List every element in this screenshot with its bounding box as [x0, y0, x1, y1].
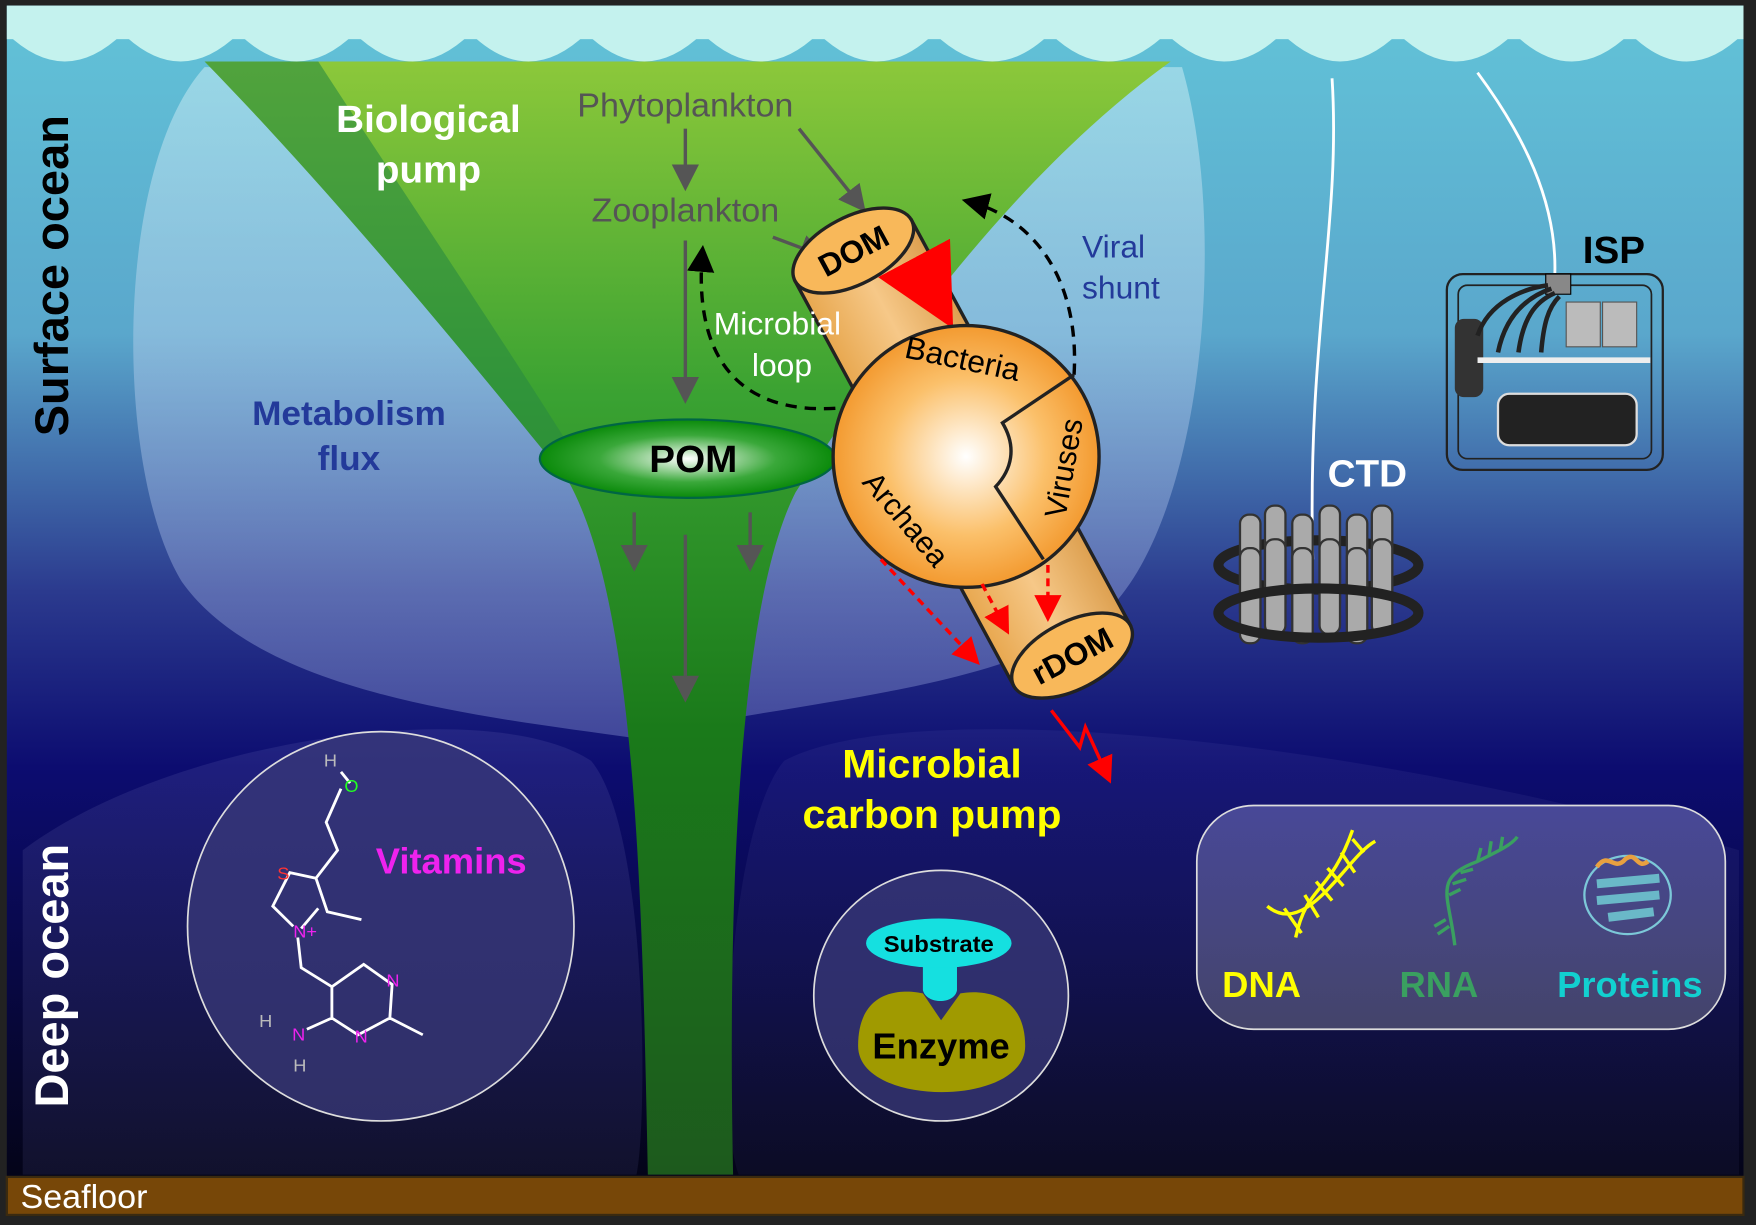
pom-label: POM	[649, 438, 737, 481]
enzyme-label: Enzyme	[872, 1026, 1009, 1067]
viral-shunt-arrow	[961, 193, 1077, 375]
substrate-label: Substrate	[884, 932, 994, 958]
microbial-loop-label-2: loop	[752, 347, 812, 383]
sample-bottle	[1370, 538, 1394, 636]
deep-ocean-label: Deep ocean	[26, 844, 79, 1108]
microbial-loop-label: Microbial	[714, 306, 841, 342]
ctd-rosette-icon	[1213, 504, 1424, 645]
atom-n: N	[292, 1025, 305, 1045]
rdom-end	[1009, 611, 1135, 700]
proteins-label: Proteins	[1557, 964, 1702, 1005]
metabolism-flux-label-2: flux	[318, 439, 381, 478]
sea-surface-waves	[6, 5, 1744, 62]
vitamins-bubble	[186, 730, 575, 1122]
vitamins-label: Vitamins	[376, 841, 527, 882]
thiamine-structure	[271, 771, 424, 1037]
isp-pump-icon	[1445, 272, 1664, 471]
rna-label: RNA	[1400, 964, 1479, 1005]
metabolism-flux-region	[133, 67, 637, 739]
metabolism-flux-label: Metabolism	[252, 394, 446, 433]
isp-cable	[1476, 71, 1557, 275]
thiamine-atoms: H O S N+ N N N H H	[259, 750, 399, 1075]
sample-bottle	[1291, 547, 1314, 645]
food-web-arrows	[620, 127, 866, 703]
ctd-label: CTD	[1328, 453, 1407, 496]
seafloor-label: Seafloor	[20, 1178, 147, 1216]
microbial-cell	[831, 323, 1101, 590]
isp-label: ISP	[1583, 229, 1645, 272]
dna-label: DNA	[1222, 964, 1301, 1005]
rdom-production-arrows	[879, 558, 1062, 665]
mcp-label: Microbial	[842, 741, 1022, 787]
phytoplankton-label: Phytoplankton	[577, 87, 793, 125]
dom-end	[791, 206, 916, 295]
atom-n-plus: N+	[293, 922, 317, 942]
zooplankton-label: Zooplankton	[592, 192, 780, 230]
atom-n: N	[355, 1027, 368, 1047]
viral-shunt-label: Viral	[1082, 229, 1145, 265]
biological-pump-funnel	[204, 61, 1171, 1175]
atom-h: H	[293, 1056, 306, 1076]
enzyme-shape	[858, 991, 1026, 1093]
atom-n: N	[386, 971, 399, 991]
atom-o: O	[344, 776, 358, 796]
surface-ocean-label: Surface ocean	[26, 115, 79, 436]
microbial-loop-arrow	[687, 245, 836, 411]
funnel-edge	[204, 61, 592, 482]
biomolecules-box	[1195, 804, 1727, 1031]
atom-h: H	[259, 1011, 272, 1031]
biological-pump-label: Biological	[336, 98, 521, 141]
carbon-storage-arrow	[1049, 709, 1113, 784]
protein-icon	[1583, 854, 1672, 936]
atom-s: S	[277, 863, 289, 883]
biological-pump-label-2: pump	[376, 149, 481, 192]
ctd-cable	[1310, 78, 1336, 560]
seafloor	[5, 1175, 1745, 1217]
viral-shunt-label-2: shunt	[1082, 270, 1160, 306]
substrate-shape	[866, 918, 1012, 968]
cell-divider	[993, 373, 1076, 561]
dna-icon	[1266, 829, 1377, 938]
rna-icon	[1433, 835, 1519, 946]
mcp-label-2: carbon pump	[802, 791, 1061, 837]
dom-uptake-arrow	[878, 238, 954, 329]
atom-h: H	[324, 750, 337, 770]
